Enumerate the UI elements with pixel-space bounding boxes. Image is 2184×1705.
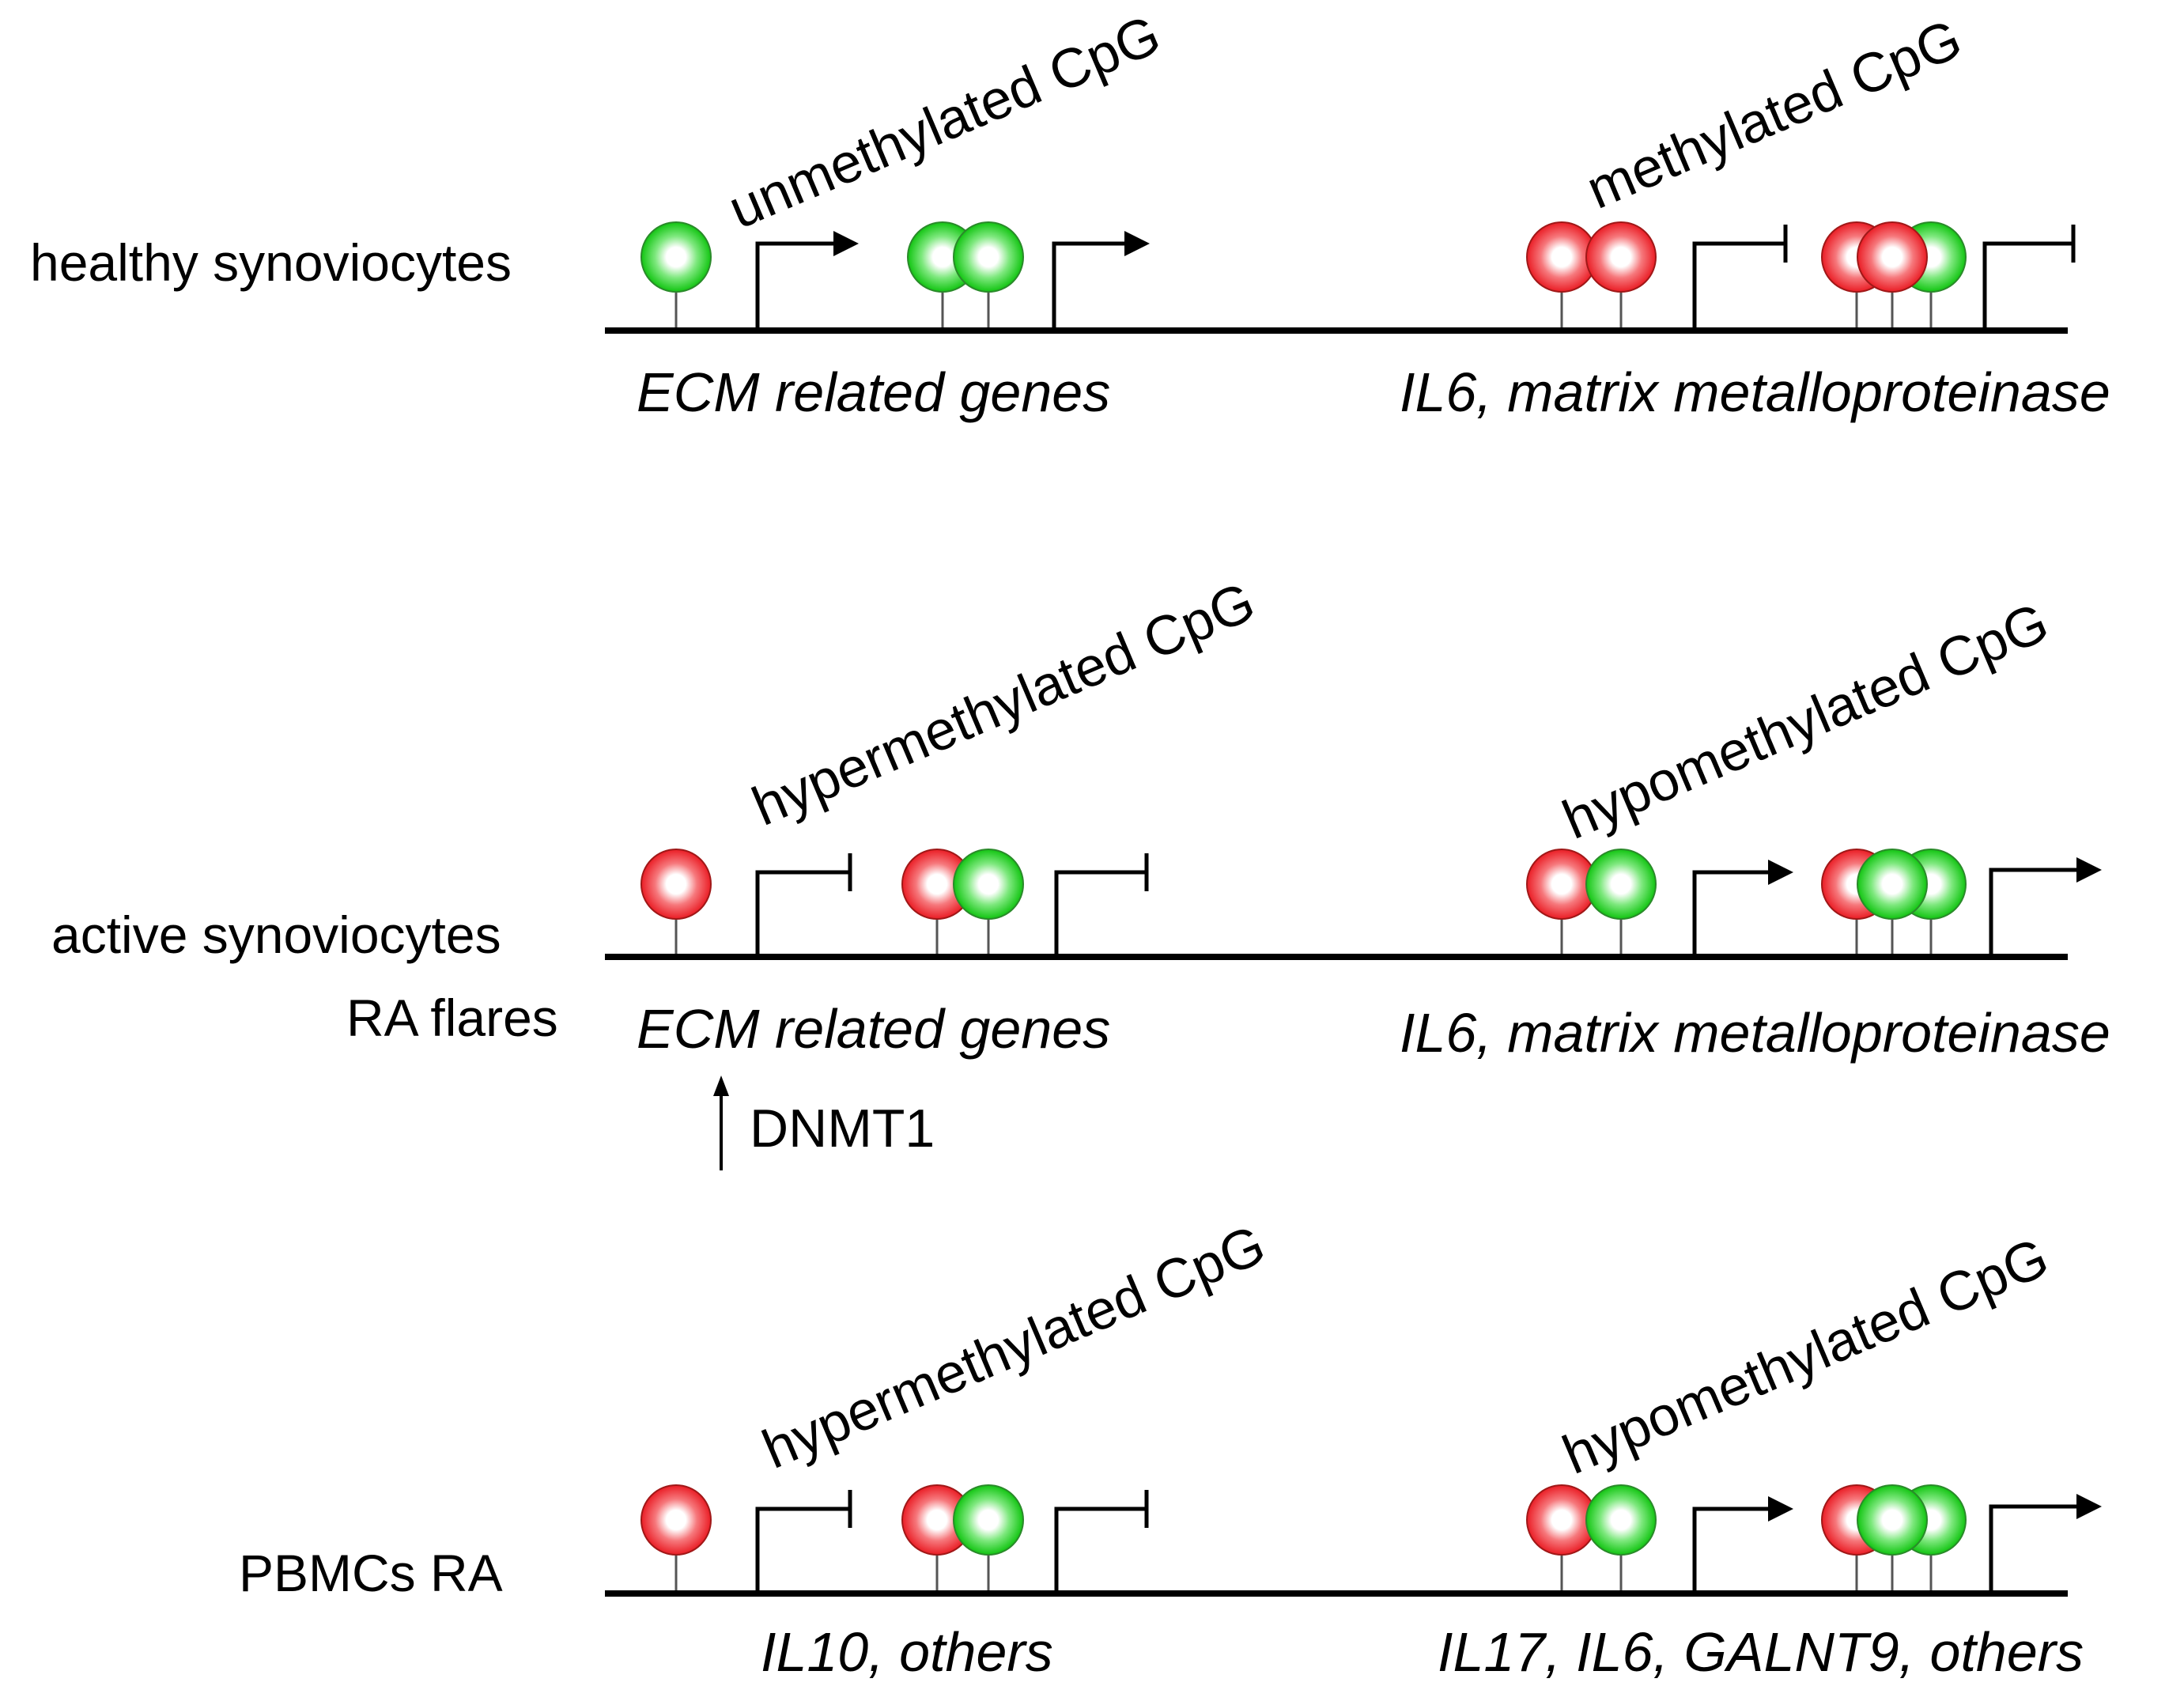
gene-label: IL6, matrix metalloproteinase — [1400, 361, 2110, 423]
cpg-label: hypomethylated CpG — [1554, 1226, 2057, 1486]
active-promoter-arrow — [1692, 860, 1793, 954]
gene-label: IL6, matrix metalloproteinase — [1400, 1002, 2110, 1064]
right-gene-region: methylated CpG — [1400, 7, 2110, 423]
cpg-site-methylated — [1526, 849, 1597, 954]
active-promoter-arrow — [755, 231, 859, 327]
repressed-promoter — [755, 853, 852, 954]
cpg-site-unmethylated — [1857, 849, 1928, 954]
up-arrowhead-icon — [713, 1076, 729, 1096]
cpg-site-unmethylated — [953, 221, 1024, 327]
row-label: healthy synoviocytes — [30, 233, 512, 292]
cpg-site-unmethylated — [1585, 1484, 1657, 1590]
left-gene-region: unmethylated CpG ECM related genes — [637, 3, 1169, 423]
cpg-label: unmethylated CpG — [720, 3, 1169, 240]
cpg-site-methylated — [640, 1484, 712, 1590]
active-promoter-arrow — [1989, 857, 2102, 954]
repressed-promoter — [1054, 1490, 1149, 1590]
dnmt1-label: DNMT1 — [750, 1098, 935, 1159]
right-gene-region: hypomethylated CpG — [1400, 591, 2110, 1064]
cpg-site-unmethylated — [640, 221, 712, 327]
gene-label: IL17, IL6, GALNT9, others — [1438, 1621, 2084, 1683]
row-label: PBMCs RA — [239, 1544, 503, 1602]
repressed-promoter — [1692, 225, 1788, 327]
cpg-site-unmethylated — [1585, 849, 1657, 954]
cpg-label: methylated CpG — [1578, 7, 1970, 220]
right-gene-region: hypomethylated CpG — [1438, 1226, 2102, 1683]
cpg-site-methylated — [901, 849, 973, 954]
cpg-label: hypermethylated CpG — [754, 1213, 1273, 1480]
active-promoter-arrow — [1692, 1496, 1793, 1590]
cpg-site-methylated — [640, 849, 712, 954]
cpg-site-methylated — [1526, 1484, 1597, 1590]
repressed-promoter — [1982, 225, 2076, 327]
gene-label: ECM related genes — [637, 998, 1110, 1060]
cpg-site-methylated — [1585, 221, 1657, 327]
active-promoter-arrow — [1052, 231, 1150, 327]
gene-label: IL10, others — [761, 1621, 1053, 1683]
row-label: RA flares — [346, 989, 558, 1047]
row-pbmcs-ra: PBMCs RA hypermethylated CpG — [239, 1213, 2102, 1683]
repressed-promoter — [755, 1490, 852, 1590]
cpg-label: hypomethylated CpG — [1554, 591, 2057, 851]
repressed-promoter — [1054, 853, 1149, 954]
row-active-synoviocytes: active synoviocytes RA flares hypermethy… — [51, 570, 2110, 1170]
gene-label: ECM related genes — [637, 361, 1110, 423]
dnmt1-annotation: DNMT1 — [713, 1076, 935, 1170]
left-gene-region: hypermethylated CpG ECM related ge — [637, 570, 1264, 1060]
cpg-site-unmethylated — [1857, 1484, 1928, 1590]
cpg-site-methylated — [901, 1484, 973, 1590]
row-label: active synoviocytes — [51, 905, 501, 964]
cpg-label: hypermethylated CpG — [743, 570, 1263, 837]
cpg-site-unmethylated — [953, 1484, 1024, 1590]
left-gene-region: hypermethylated CpG IL10, others — [640, 1213, 1274, 1683]
cpg-site-unmethylated — [953, 849, 1024, 954]
active-promoter-arrow — [1989, 1494, 2102, 1590]
row-healthy-synoviocytes: healthy synoviocytes unmethylated CpG — [30, 3, 2110, 423]
cpg-site-methylated — [1526, 221, 1597, 327]
cpg-site-methylated — [1857, 221, 1928, 327]
